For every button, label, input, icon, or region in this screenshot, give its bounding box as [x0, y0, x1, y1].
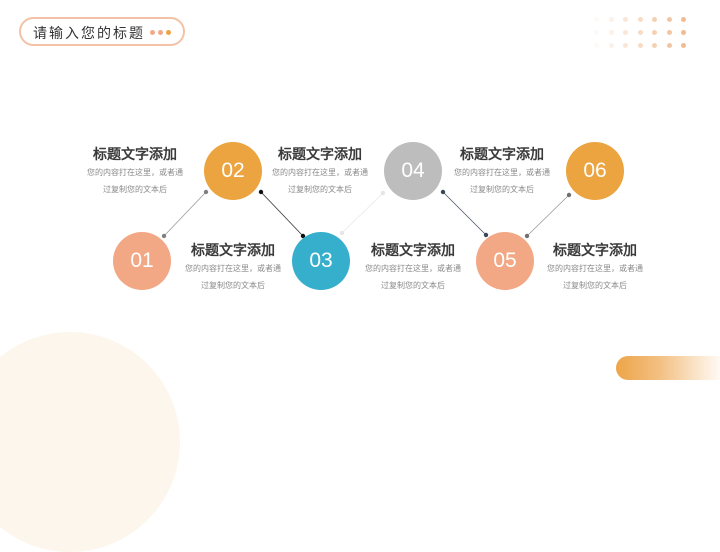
step-title: 标题文字添加 [278, 147, 362, 163]
decorative-dot-grid [594, 17, 696, 48]
dot-icon [166, 30, 171, 35]
connector-04-05 [440, 189, 489, 238]
step-04-circle: 04 [384, 142, 442, 200]
step-description-line1: 您的内容打在这里，或者通 [185, 264, 281, 273]
step-title: 标题文字添加 [191, 243, 275, 259]
step-description-line1: 您的内容打在这里，或者通 [87, 168, 183, 177]
step-06-text: 标题文字添加 您的内容打在这里，或者通 过复制您的文本后 [447, 146, 557, 198]
step-description-line2: 过复制您的文本后 [288, 185, 352, 194]
step-05-circle: 05 [476, 232, 534, 290]
step-description-line1: 您的内容打在这里，或者通 [272, 168, 368, 177]
connector-03-04 [339, 190, 386, 236]
step-title: 标题文字添加 [93, 147, 177, 163]
step-number: 02 [221, 159, 245, 182]
step-01-circle: 01 [113, 232, 171, 290]
step-description-line1: 您的内容打在这里，或者通 [454, 168, 550, 177]
step-number: 05 [493, 249, 517, 272]
step-02-circle: 02 [204, 142, 262, 200]
title-dots [150, 30, 171, 35]
step-number: 01 [130, 249, 154, 272]
step-description-line2: 过复制您的文本后 [470, 185, 534, 194]
step-description-line1: 您的内容打在这里，或者通 [547, 264, 643, 273]
connector-05-06 [524, 192, 572, 239]
connector-lines [161, 189, 572, 239]
page-title-pill: 请输入您的标题 [19, 17, 185, 46]
step-title: 标题文字添加 [371, 243, 455, 259]
step-02-text: 标题文字添加 您的内容打在这里，或者通 过复制您的文本后 [80, 146, 190, 198]
page-title: 请输入您的标题 [33, 26, 145, 42]
connector-01-02 [161, 189, 209, 239]
step-04-text: 标题文字添加 您的内容打在这里，或者通 过复制您的文本后 [265, 146, 375, 198]
dot-icon [150, 30, 155, 35]
step-number: 03 [309, 249, 333, 272]
step-description-line2: 过复制您的文本后 [563, 281, 627, 290]
step-01-text: 标题文字添加 您的内容打在这里，或者通 过复制您的文本后 [178, 242, 288, 294]
step-number: 04 [401, 159, 425, 182]
step-05-text: 标题文字添加 您的内容打在这里，或者通 过复制您的文本后 [540, 242, 650, 294]
decorative-gradient-bar [616, 356, 720, 380]
step-description-line1: 您的内容打在这里，或者通 [365, 264, 461, 273]
step-03-circle: 03 [292, 232, 350, 290]
step-description-line2: 过复制您的文本后 [201, 281, 265, 290]
step-title: 标题文字添加 [460, 147, 544, 163]
step-title: 标题文字添加 [553, 243, 637, 259]
step-03-text: 标题文字添加 您的内容打在这里，或者通 过复制您的文本后 [358, 242, 468, 294]
step-description-line2: 过复制您的文本后 [381, 281, 445, 290]
step-description-line2: 过复制您的文本后 [103, 185, 167, 194]
step-number: 06 [583, 159, 607, 182]
dot-icon [158, 30, 163, 35]
step-06-circle: 06 [566, 142, 624, 200]
